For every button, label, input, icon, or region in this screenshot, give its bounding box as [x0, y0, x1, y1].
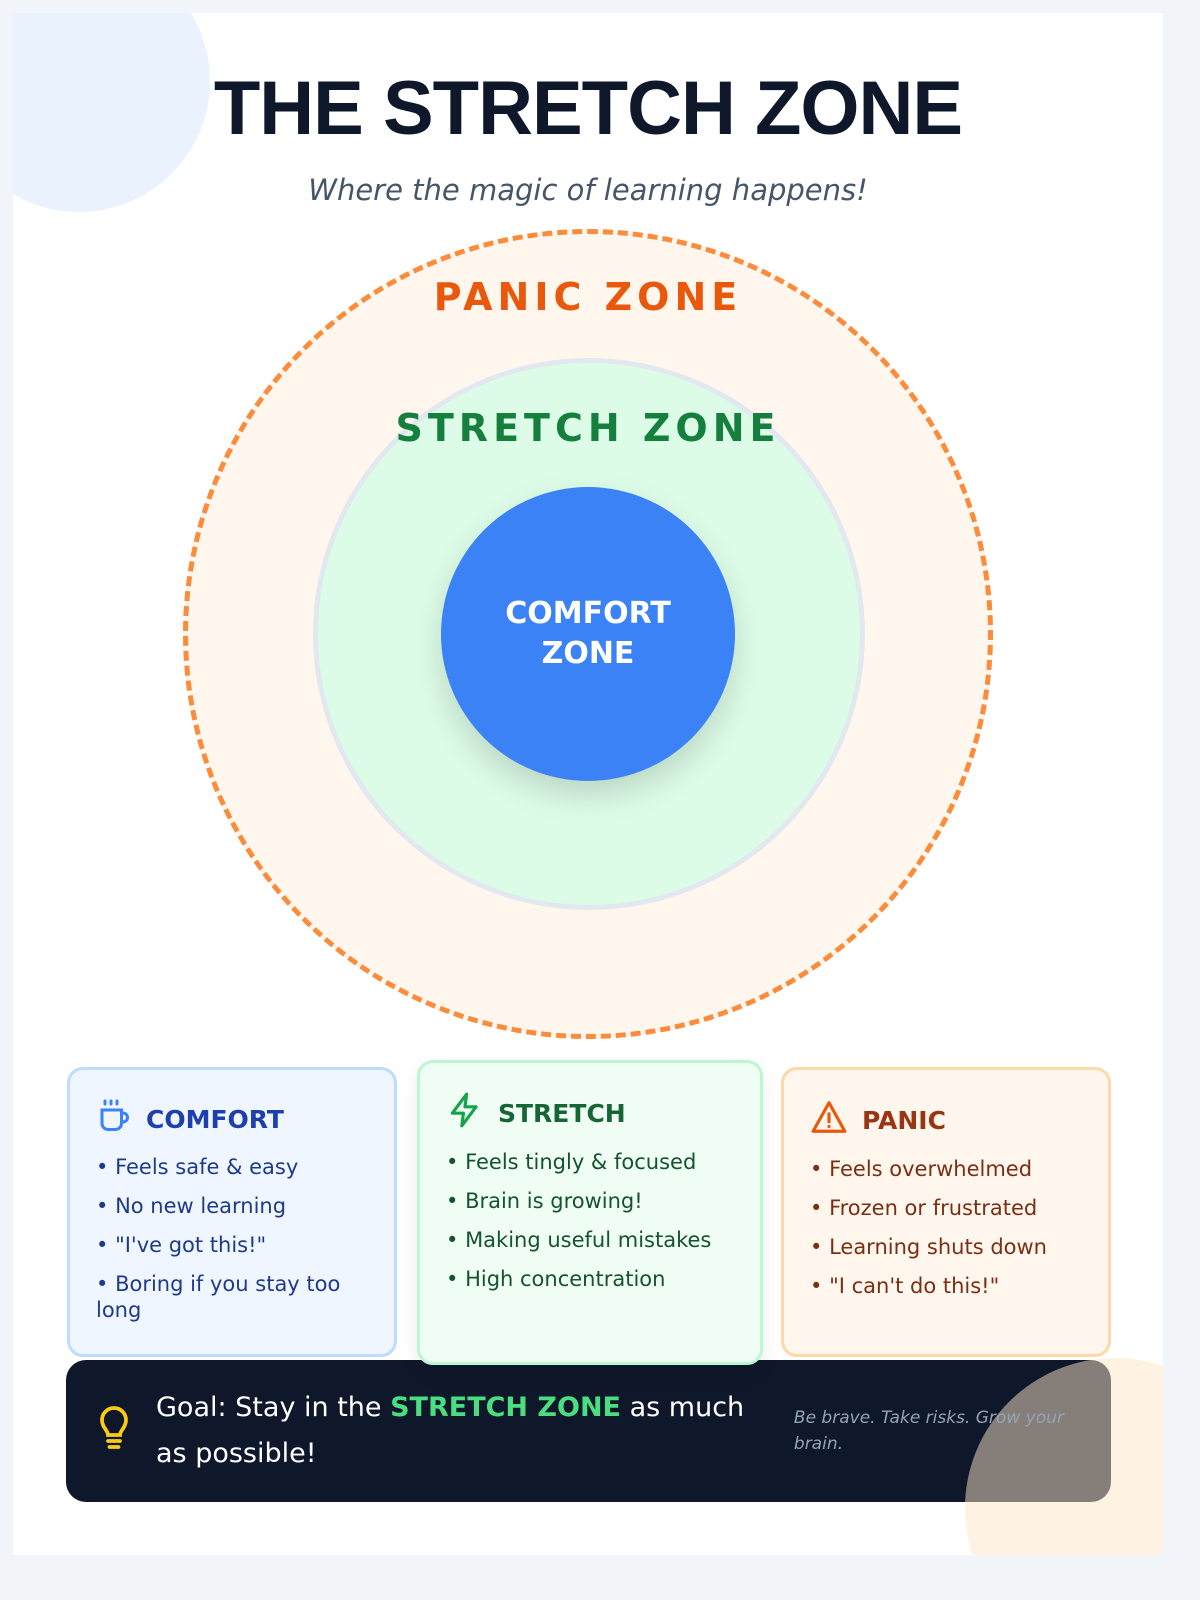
- list-item: High concentration: [446, 1266, 734, 1292]
- panic-card: PANIC Feels overwhelmedFrozen or frustra…: [781, 1067, 1111, 1357]
- page-title: THE STRETCH ZONE: [213, 66, 963, 151]
- coffee-cup-icon: [96, 1098, 132, 1140]
- warning-icon: [810, 1098, 848, 1142]
- goal-suffix: as much as possible!: [156, 1392, 745, 1469]
- comfort-zone-circle: COMFORT ZONE: [441, 487, 735, 781]
- list-item: Feels safe & easy: [96, 1154, 368, 1180]
- poster: THE STRETCH ZONE Where the magic of lear…: [13, 13, 1163, 1555]
- list-item: "I can't do this!": [810, 1273, 1082, 1299]
- goal-highlight: STRETCH ZONE: [390, 1392, 621, 1423]
- list-item: Brain is growing!: [446, 1188, 734, 1214]
- list-item: "I've got this!": [96, 1232, 368, 1258]
- subtitle: Where the magic of learning happens!: [308, 173, 868, 207]
- stretch-card: STRETCH Feels tingly & focusedBrain is g…: [417, 1060, 763, 1365]
- goal-text: Goal: Stay in the STRETCH ZONE as much a…: [156, 1385, 760, 1477]
- lightbulb-icon: [96, 1405, 132, 1457]
- card-title: COMFORT: [146, 1104, 284, 1134]
- goal-prefix: Goal: Stay in the: [156, 1392, 391, 1423]
- list-item: Making useful mistakes: [446, 1227, 734, 1253]
- comfort-card: COMFORT Feels safe & easy No new learning…: [67, 1067, 397, 1357]
- list-item: Feels tingly & focused: [446, 1149, 734, 1175]
- list-item: No new learning: [96, 1193, 368, 1219]
- card-title: STRETCH: [498, 1098, 626, 1128]
- list-item: Frozen or frustrated: [810, 1195, 1082, 1221]
- stretch-zone-label: STRETCH ZONE: [395, 406, 781, 450]
- comfort-zone-label: COMFORT ZONE: [505, 596, 671, 671]
- panic-zone-label: PANIC ZONE: [433, 275, 743, 319]
- list-item: Feels overwhelmed: [810, 1156, 1082, 1182]
- list-item: Boring if you stay too long: [96, 1271, 368, 1323]
- card-title: PANIC: [862, 1105, 946, 1135]
- lightning-icon: [446, 1091, 484, 1135]
- goal-banner: Goal: Stay in the STRETCH ZONE as much a…: [66, 1360, 1111, 1502]
- list-item: Learning shuts down: [810, 1234, 1082, 1260]
- tagline: Be brave. Take risks. Grow your brain.: [793, 1408, 1064, 1454]
